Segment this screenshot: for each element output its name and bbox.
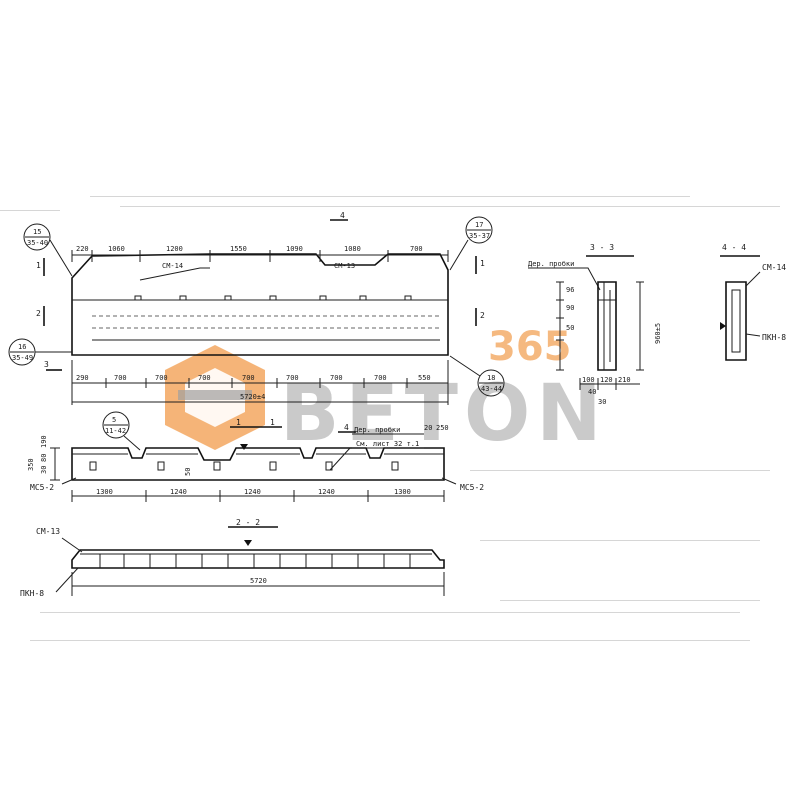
section-3-3-dim-1: 96 xyxy=(566,286,574,294)
elev-bottom-dim-5: 700 xyxy=(242,374,255,382)
elev-top-dim-7: 700 xyxy=(410,245,423,253)
callout-15: 15 35-40 xyxy=(23,223,73,277)
svg-text:16: 16 xyxy=(18,343,26,351)
section-mark-3-left: 3 xyxy=(44,360,62,371)
paper-noise xyxy=(0,196,780,641)
svg-text:43-44: 43-44 xyxy=(481,385,502,393)
plan-bottom-dim-5: 1300 xyxy=(394,488,411,496)
elevation-view: 220 1060 1200 1550 1090 1080 700 СМ-14 С… xyxy=(8,211,505,405)
elev-top-dim-2: 1060 xyxy=(108,245,125,253)
plan-note: Дер. пробки См. лист 32 т.1 xyxy=(329,426,424,471)
svg-text:35-40: 35-40 xyxy=(27,239,48,247)
svg-text:35-37: 35-37 xyxy=(469,232,490,240)
watermark-brand: BETON xyxy=(280,369,608,459)
plan-bottom-dim-2: 1240 xyxy=(170,488,187,496)
elev-part-label-left: СМ-14 xyxy=(162,262,183,270)
section-mark-4-top: 4 xyxy=(330,211,348,221)
plan-right-dim-1: 20 xyxy=(424,424,432,432)
svg-text:11-42: 11-42 xyxy=(105,427,126,435)
plan-mid-dim: 50 xyxy=(184,468,192,476)
plan-left-dim-1: 190 xyxy=(40,435,48,448)
svg-text:17: 17 xyxy=(475,221,483,229)
elev-overall-dim: 5720±4 xyxy=(240,393,265,401)
section-4-4-top-label: СМ-14 xyxy=(762,263,786,272)
section-3-3-dim-2: 90 xyxy=(566,304,574,312)
svg-text:См. лист 32 т.1: См. лист 32 т.1 xyxy=(356,440,419,448)
elev-bottom-dim-7: 700 xyxy=(330,374,343,382)
section-3-3-dim-8: 30 xyxy=(598,398,606,406)
svg-text:3 - 3: 3 - 3 xyxy=(590,243,614,252)
plan-cut-mark-4: 4 xyxy=(338,423,356,433)
elev-bottom-dim-9: 550 xyxy=(418,374,431,382)
section-3-3-dim-5: 120 xyxy=(600,376,613,384)
plan-bottom-dim-4: 1240 xyxy=(318,488,335,496)
plan-left-dim-3: 30 xyxy=(40,466,48,474)
plan-right-dim-2: 250 xyxy=(436,424,449,432)
svg-text:1: 1 xyxy=(480,259,485,268)
svg-text:3: 3 xyxy=(44,360,49,369)
section-3-3: 3 - 3 Дер. пробки 96 90 50 960±5 100 120… xyxy=(528,243,662,406)
svg-text:2: 2 xyxy=(36,309,41,318)
section-3-3-title: 3 - 3 xyxy=(586,243,634,257)
section-2-2-bottom-label: ПКН-8 xyxy=(20,589,44,598)
elev-bottom-dim-6: 700 xyxy=(286,374,299,382)
watermark-number: 365 xyxy=(488,324,572,370)
plan-left-insert: МС5-2 xyxy=(30,483,54,492)
section-3-3-height: 960±5 xyxy=(654,323,662,344)
elev-bottom-dim-4: 700 xyxy=(198,374,211,382)
svg-text:4 - 4: 4 - 4 xyxy=(722,243,746,252)
section-2-2: 2 - 2 СМ-13 ПКН-8 5720 xyxy=(20,518,445,598)
section-mark-2-left: 2 xyxy=(36,306,45,326)
section-2-2-overall: 5720 xyxy=(250,577,267,585)
callout-5: 5 11-42 xyxy=(102,411,141,451)
section-4-4: 4 - 4 СМ-14 ПКН-8 xyxy=(720,243,786,361)
svg-text:5: 5 xyxy=(112,416,116,424)
section-3-3-dim-7: 210 xyxy=(618,376,631,384)
plan-bottom-dim-1: 1300 xyxy=(96,488,113,496)
elev-top-dim-3: 1200 xyxy=(166,245,183,253)
plan-right-insert: МС5-2 xyxy=(460,483,484,492)
section-2-2-title: 2 - 2 xyxy=(228,518,278,528)
svg-text:1: 1 xyxy=(36,261,41,270)
elev-part-label-right: СМ-13 xyxy=(334,262,355,270)
svg-text:15: 15 xyxy=(33,228,41,236)
svg-text:2 - 2: 2 - 2 xyxy=(236,518,260,527)
section-3-3-label: Дер. пробки xyxy=(528,260,574,268)
section-3-3-dim-3: 50 xyxy=(566,324,574,332)
callout-18: 18 43-44 xyxy=(449,355,505,397)
plan-depth-label: 350 xyxy=(27,458,35,471)
elev-top-dim-4: 1550 xyxy=(230,245,247,253)
plan-cut-mark-1: 1 1 xyxy=(230,418,282,428)
section-4-4-bottom-label: ПКН-8 xyxy=(762,333,786,342)
elev-top-dim-6: 1080 xyxy=(344,245,361,253)
watermark: 365 BETON xyxy=(165,324,608,459)
callout-17: 17 35-37 xyxy=(449,216,493,271)
plan-left-dim-2: 80 xyxy=(40,454,48,462)
section-mark-1-right: 1 xyxy=(475,256,485,274)
callout-16: 16 35-49 xyxy=(8,338,72,366)
elev-bottom-dim-1: 290 xyxy=(76,374,89,382)
plan-bottom-dim-3: 1240 xyxy=(244,488,261,496)
svg-text:4: 4 xyxy=(340,211,345,220)
svg-text:35-49: 35-49 xyxy=(12,354,33,362)
elev-top-dim-5: 1090 xyxy=(286,245,303,253)
elev-bottom-dim-2: 700 xyxy=(114,374,127,382)
section-mark-2-right: 2 xyxy=(475,308,485,326)
plan-view: 1 1 4 5 11-42 350 190 80 30 50 20 250 Де… xyxy=(27,411,484,502)
svg-text:18: 18 xyxy=(487,374,495,382)
svg-text:2: 2 xyxy=(480,311,485,320)
svg-text:4: 4 xyxy=(344,423,349,432)
section-mark-1-left: 1 xyxy=(36,258,45,276)
elev-bottom-dim-3: 700 xyxy=(155,374,168,382)
section-3-3-dim-4: 100 xyxy=(582,376,595,384)
elev-top-dim-1: 220 xyxy=(76,245,89,253)
svg-text:Дер. пробки: Дер. пробки xyxy=(354,426,400,434)
svg-text:1: 1 xyxy=(270,418,275,427)
section-3-3-dim-6: 40 xyxy=(588,388,596,396)
elev-bottom-dim-8: 700 xyxy=(374,374,387,382)
section-4-4-title: 4 - 4 xyxy=(720,243,760,257)
section-2-2-top-label: СМ-13 xyxy=(36,527,60,536)
svg-text:1: 1 xyxy=(236,418,241,427)
